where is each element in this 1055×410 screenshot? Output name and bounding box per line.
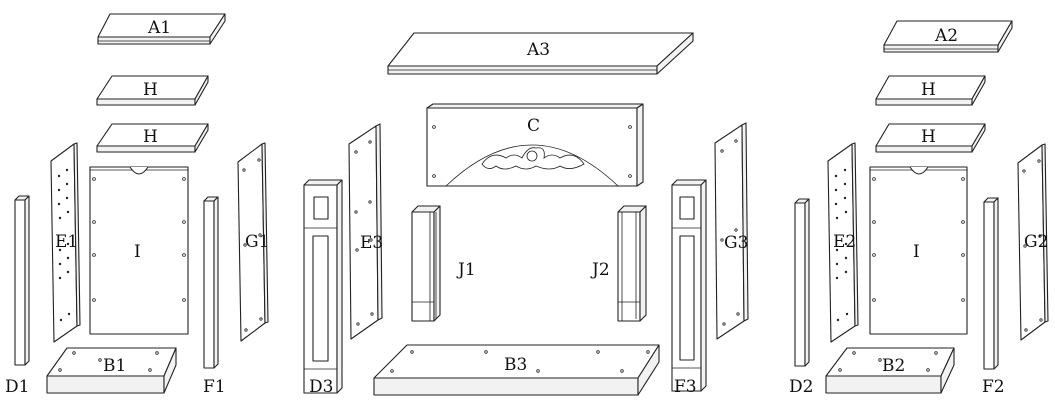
label-f1: F1 xyxy=(203,377,226,397)
part-d2 xyxy=(794,198,810,367)
label-i-left: I xyxy=(134,242,141,262)
part-a3 xyxy=(387,32,694,75)
part-e1 xyxy=(50,142,81,343)
part-e3 xyxy=(348,123,383,340)
label-h-right-lower: H xyxy=(921,127,936,147)
part-i-left xyxy=(89,166,189,335)
label-e1: E1 xyxy=(55,232,78,252)
part-h-right-lower xyxy=(875,123,986,153)
label-j2: J2 xyxy=(590,260,610,280)
part-c xyxy=(426,103,644,187)
label-a3: A3 xyxy=(526,40,550,60)
label-a1: A1 xyxy=(147,18,171,38)
label-b2: B2 xyxy=(882,356,905,376)
label-b3: B3 xyxy=(504,355,527,375)
label-g3: G3 xyxy=(724,233,748,253)
label-e3: E3 xyxy=(360,233,383,253)
part-b1 xyxy=(46,347,177,394)
part-g1 xyxy=(237,142,269,342)
label-d2: D2 xyxy=(789,377,813,397)
part-b2 xyxy=(825,347,955,394)
label-j1: J1 xyxy=(456,260,476,280)
label-c: C xyxy=(527,116,540,136)
part-a1 xyxy=(97,13,226,45)
label-f3: F3 xyxy=(674,377,697,397)
label-b1: B1 xyxy=(103,356,126,376)
label-f2: F2 xyxy=(982,377,1005,397)
part-h-right-upper xyxy=(875,75,986,106)
label-h-left-upper: H xyxy=(143,80,158,100)
carved-ornament xyxy=(481,147,585,170)
label-e2: E2 xyxy=(833,232,856,252)
label-i-right: I xyxy=(913,242,920,262)
label-g2: G2 xyxy=(1024,232,1048,252)
label-d3: D3 xyxy=(309,377,333,397)
label-d1: D1 xyxy=(5,377,29,397)
part-e2 xyxy=(827,142,859,343)
part-g3 xyxy=(714,122,749,340)
part-h-left-upper xyxy=(96,75,209,106)
label-h-right-upper: H xyxy=(921,80,936,100)
part-a2 xyxy=(883,20,1013,53)
part-d3 xyxy=(303,179,343,394)
part-f3 xyxy=(671,179,707,392)
part-i-right xyxy=(869,166,968,335)
part-h-left-lower xyxy=(96,123,209,153)
part-b3 xyxy=(373,344,660,396)
label-h-left-lower: H xyxy=(143,127,158,147)
part-j2 xyxy=(617,205,647,322)
part-g2 xyxy=(1017,143,1049,341)
label-a2: A2 xyxy=(934,26,958,46)
part-f2 xyxy=(983,197,999,370)
part-j1 xyxy=(411,205,441,322)
label-g1: G1 xyxy=(245,232,269,252)
part-f1 xyxy=(203,196,219,369)
part-d1 xyxy=(14,195,30,366)
